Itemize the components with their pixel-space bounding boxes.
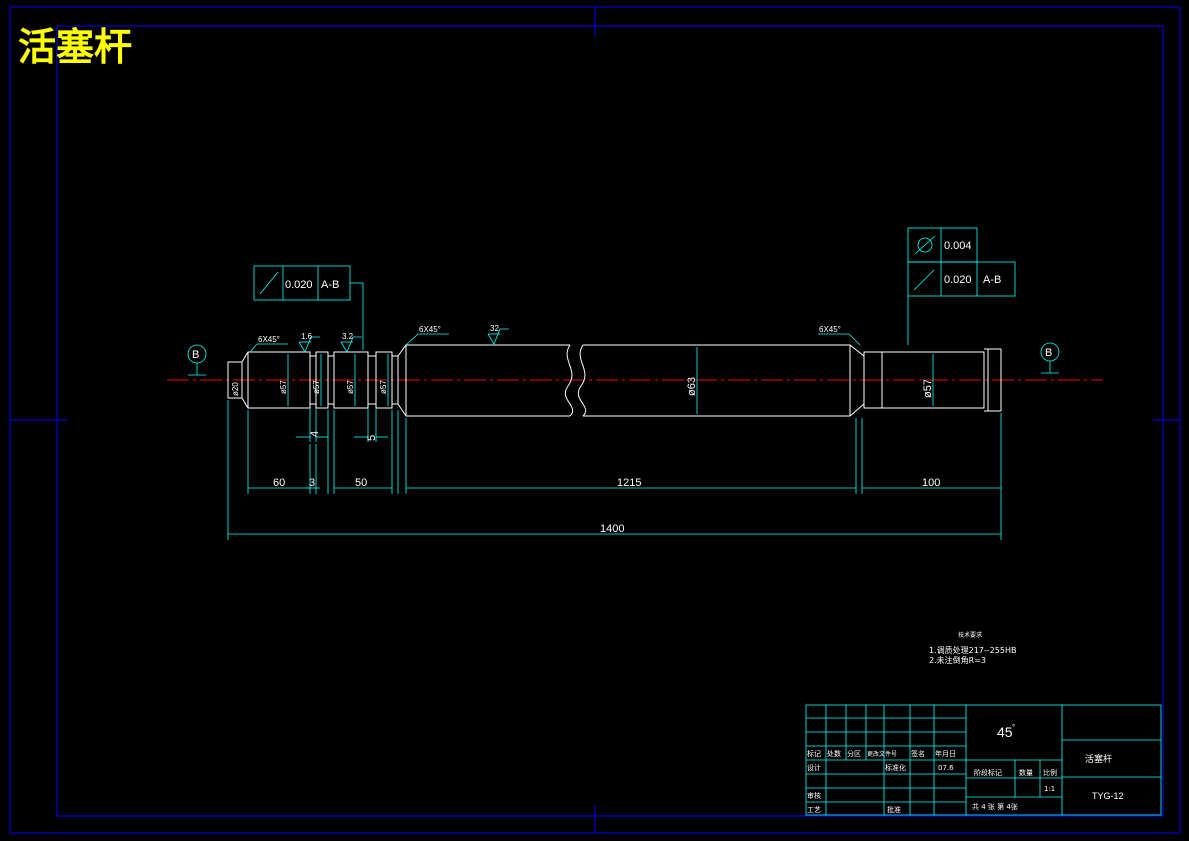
roughness-2-label: 3.2 [342,332,354,341]
header-date: 年月日 [935,749,956,758]
dia-63-label: ø63 [686,377,698,396]
dim-60: 60 [273,477,285,489]
chamfer-mid-label: 6X45° [419,325,441,334]
dim-5: 5 [366,435,378,441]
dia-57-c-label: ø57 [346,380,355,394]
design-label: 设计 [807,763,821,772]
datum-left-label: B [192,349,199,361]
shaft-outline [227,344,1002,417]
header-count: 处数 [827,749,841,758]
chamfer-right-label: 6X45° [819,325,841,334]
header-sign: 签名 [911,749,925,758]
process-label: 工艺 [807,806,821,814]
standardization-label: 标准化 [885,763,906,772]
material-degree-mark: ° [1012,723,1015,732]
scale-value: 1:1 [1044,785,1055,793]
dia-57-d-label: ø57 [379,380,388,394]
annotation-text: B B 0.020 A-B 0.004 0.020 A-B 6X45° 6X45… [192,240,1052,535]
qty-label: 数量 [1019,768,1033,777]
dim-1215: 1215 [617,477,641,489]
drawing-title: 活塞杆 [18,24,132,69]
dia-20-label: ø20 [231,382,240,396]
left-runout-reference: A-B [321,279,339,291]
left-runout-tolerance: 0.020 [285,279,313,291]
approve-label: 批准 [887,805,901,814]
right-cylindricity-tolerance: 0.004 [944,240,972,252]
notes-line-1: 1.调质处理217--255HB [929,645,1016,655]
right-runout-reference: A-B [983,274,1001,286]
part-name: 活塞杆 [1085,753,1112,765]
date-value: 07.6 [938,764,954,772]
title-block: 45 ° 活塞杆 TYG-12 阶段标记 数量 比例 1:1 共 4 张 第 4… [805,704,1162,816]
roughness-3-label: 32 [490,324,499,333]
dim-1400: 1400 [600,523,624,535]
review-label: 审核 [807,791,821,800]
technical-notes: 技术要求 1.调质处理217--255HB 2.未注倒角R=3 [929,631,1016,665]
notes-line-2: 2.未注倒角R=3 [929,655,986,665]
dia-57-a-label: ø57 [279,380,288,394]
dia-57-e-label: ø57 [922,379,934,398]
roughness-1-label: 1.6 [301,332,313,341]
outer-frame [9,6,1181,834]
dim-50: 50 [355,477,367,489]
dia-57-b-label: ø57 [312,380,321,394]
drawing-number: TYG-12 [1092,791,1124,801]
header-doc: 更改文件号 [867,750,897,758]
scale-label: 比例 [1043,768,1057,777]
dim-100: 100 [922,477,940,489]
datum-right-label: B [1045,347,1052,359]
header-mark: 标记 [807,749,821,758]
dim-4: 4 [309,431,321,437]
notes-heading: 技术要求 [958,631,982,639]
dim-3: 3 [309,477,315,489]
right-runout-tolerance: 0.020 [944,274,972,286]
stage-label: 阶段标记 [974,768,1002,777]
sheet-count: 共 4 张 第 4张 [972,802,1018,811]
header-zone: 分区 [847,749,861,758]
dimension-lines [187,227,1060,540]
material-label: 45 [997,724,1013,740]
chamfer-left-label: 6X45° [258,335,280,344]
